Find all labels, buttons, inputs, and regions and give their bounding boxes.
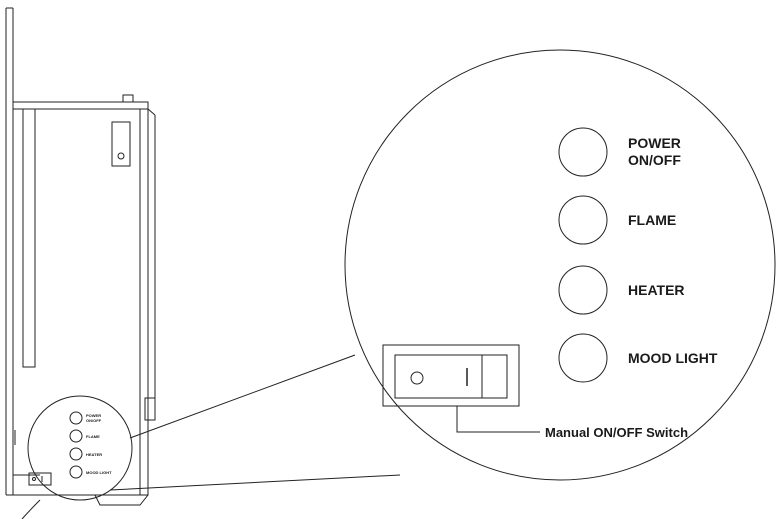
callout-lines — [109, 354, 401, 491]
power-label-line1: POWER — [628, 135, 681, 151]
switch-off-indicator-icon — [410, 371, 424, 385]
top-screw-icon — [117, 152, 125, 160]
magnified-detail-circle — [344, 49, 776, 481]
heater-button-icon — [558, 265, 608, 315]
power-label-line2: ON/OFF — [628, 152, 681, 168]
side-panel — [22, 108, 36, 368]
unit-body — [12, 94, 156, 519]
switch-leader-line — [456, 406, 540, 433]
small-detail-circle — [27, 395, 133, 501]
small-mood-label: MOOD LIGHT — [86, 470, 112, 475]
small-switch — [28, 472, 52, 486]
small-power-button — [69, 411, 83, 425]
top-knob — [122, 94, 134, 103]
small-flame-button — [69, 429, 83, 443]
mood-light-button-icon — [558, 333, 608, 383]
manual-switch — [382, 344, 520, 407]
small-power-label-2: ON/OFF — [86, 418, 102, 423]
small-power-label-1: POWER — [86, 413, 101, 418]
wall-plate — [5, 7, 14, 496]
small-flame-label: FLAME — [86, 434, 100, 439]
power-button-icon — [558, 127, 608, 177]
top-control-slot — [111, 121, 131, 167]
switch-label: Manual ON/OFF Switch — [545, 425, 688, 440]
flame-button-icon — [558, 195, 608, 245]
mood-light-label: MOOD LIGHT — [628, 350, 718, 366]
flame-label: FLAME — [628, 212, 676, 228]
small-heater-label: HEATER — [86, 452, 102, 457]
small-heater-button — [69, 447, 83, 461]
heater-label: HEATER — [628, 282, 685, 298]
small-mood-button — [69, 465, 83, 479]
